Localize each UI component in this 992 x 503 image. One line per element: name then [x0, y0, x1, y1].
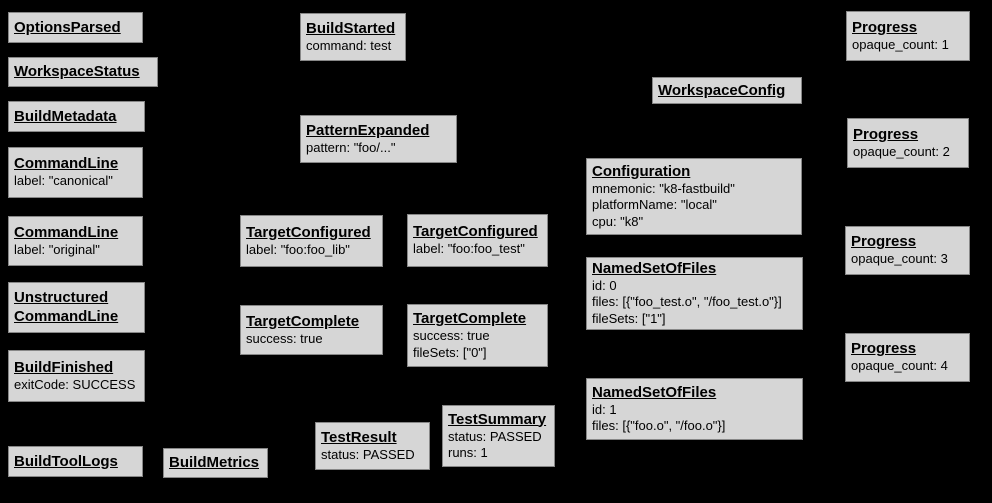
node-workspace-status: WorkspaceStatus — [8, 57, 158, 87]
node-target-complete-foo-lib: TargetComplete success: true — [240, 305, 383, 355]
node-workspace-config: WorkspaceConfig — [652, 77, 802, 104]
node-configuration: Configuration mnemonic: "k8-fastbuild" p… — [586, 158, 802, 235]
node-attribute: cpu: "k8" — [592, 213, 644, 229]
node-title: Progress — [853, 125, 919, 143]
node-named-set-of-files-0: NamedSetOfFiles id: 0 files: [{"foo_test… — [586, 257, 803, 330]
node-test-result: TestResult status: PASSED — [315, 422, 430, 470]
node-build-tool-logs: BuildToolLogs — [8, 446, 143, 477]
node-attribute: opaque_count: 3 — [851, 251, 948, 267]
node-command-line-canonical: CommandLine label: "canonical" — [8, 147, 143, 198]
node-title: BuildToolLogs — [14, 452, 118, 470]
node-attribute: opaque_count: 2 — [853, 143, 950, 159]
node-build-started: BuildStarted command: test — [300, 13, 406, 61]
node-options-parsed: OptionsParsed — [8, 12, 143, 43]
node-target-complete-foo-test: TargetComplete success: true fileSets: [… — [407, 304, 548, 367]
node-attribute: fileSets: ["1"] — [592, 310, 666, 326]
node-attribute: label: "canonical" — [14, 173, 113, 189]
node-unstructured-command-line: Unstructured CommandLine — [8, 282, 145, 333]
node-title: TargetConfigured — [246, 223, 371, 241]
node-attribute: mnemonic: "k8-fastbuild" — [592, 180, 735, 196]
node-attribute: files: [{"foo.o", "/foo.o"}] — [592, 418, 726, 433]
node-title: Configuration — [592, 162, 691, 180]
node-title: NamedSetOfFiles — [592, 383, 717, 401]
node-attribute: status: PASSED — [321, 446, 415, 462]
node-title: TargetConfigured — [413, 223, 538, 241]
node-command-line-original: CommandLine label: "original" — [8, 216, 143, 266]
node-attribute: status: PASSED — [448, 428, 542, 444]
node-attribute: command: test — [306, 37, 392, 53]
node-progress-3: Progress opaque_count: 3 — [845, 226, 970, 275]
node-build-metadata: BuildMetadata — [8, 101, 145, 132]
node-title: Unstructured CommandLine — [14, 289, 119, 325]
node-attribute: pattern: "foo/..." — [306, 139, 396, 155]
node-title: CommandLine — [14, 155, 119, 173]
node-target-configured-foo-test: TargetConfigured label: "foo:foo_test" — [407, 214, 548, 267]
node-title: BuildFinished — [14, 358, 114, 376]
node-title: TestSummary — [448, 410, 547, 428]
node-attribute: success: true — [413, 328, 490, 343]
node-title: Progress — [851, 340, 917, 358]
node-attribute: success: true — [246, 330, 323, 346]
node-attribute: opaque_count: 4 — [851, 358, 948, 374]
node-progress-1: Progress opaque_count: 1 — [846, 11, 970, 61]
node-attribute: opaque_count: 1 — [852, 36, 949, 52]
node-title: BuildMetadata — [14, 107, 117, 125]
node-title: Progress — [852, 18, 918, 36]
node-pattern-expanded: PatternExpanded pattern: "foo/..." — [300, 115, 457, 163]
node-title: TestResult — [321, 428, 397, 446]
node-title: CommandLine — [14, 223, 119, 241]
node-progress-4: Progress opaque_count: 4 — [845, 333, 970, 382]
node-named-set-of-files-1: NamedSetOfFiles id: 1 files: [{"foo.o", … — [586, 378, 803, 440]
node-attribute: id: 1 — [592, 401, 617, 417]
node-title: WorkspaceConfig — [658, 81, 786, 99]
node-title: PatternExpanded — [306, 121, 430, 139]
node-attribute: platformName: "local" — [592, 197, 717, 213]
node-target-configured-foo-lib: TargetConfigured label: "foo:foo_lib" — [240, 215, 383, 267]
node-attribute: label: "foo:foo_lib" — [246, 241, 350, 257]
node-title: TargetComplete — [413, 310, 527, 327]
node-attribute: id: 0 — [592, 277, 617, 293]
node-attribute: label: "original" — [14, 241, 100, 257]
node-build-metrics: BuildMetrics — [163, 448, 268, 478]
node-title: Progress — [851, 233, 917, 251]
node-build-finished: BuildFinished exitCode: SUCCESS — [8, 350, 145, 402]
node-progress-2: Progress opaque_count: 2 — [847, 118, 969, 168]
node-attribute: label: "foo:foo_test" — [413, 241, 525, 257]
node-title: NamedSetOfFiles — [592, 259, 717, 277]
node-attribute: exitCode: SUCCESS — [14, 376, 136, 392]
node-title: BuildMetrics — [169, 454, 260, 471]
node-attribute: runs: 1 — [448, 445, 488, 460]
node-title: WorkspaceStatus — [14, 63, 140, 80]
node-title: OptionsParsed — [14, 18, 121, 36]
node-test-summary: TestSummary status: PASSED runs: 1 — [442, 405, 555, 467]
node-attribute: fileSets: ["0"] — [413, 344, 487, 360]
node-attribute: files: [{"foo_test.o", "/foo_test.o"}] — [592, 294, 782, 310]
node-title: TargetComplete — [246, 312, 360, 330]
node-title: BuildStarted — [306, 19, 396, 37]
